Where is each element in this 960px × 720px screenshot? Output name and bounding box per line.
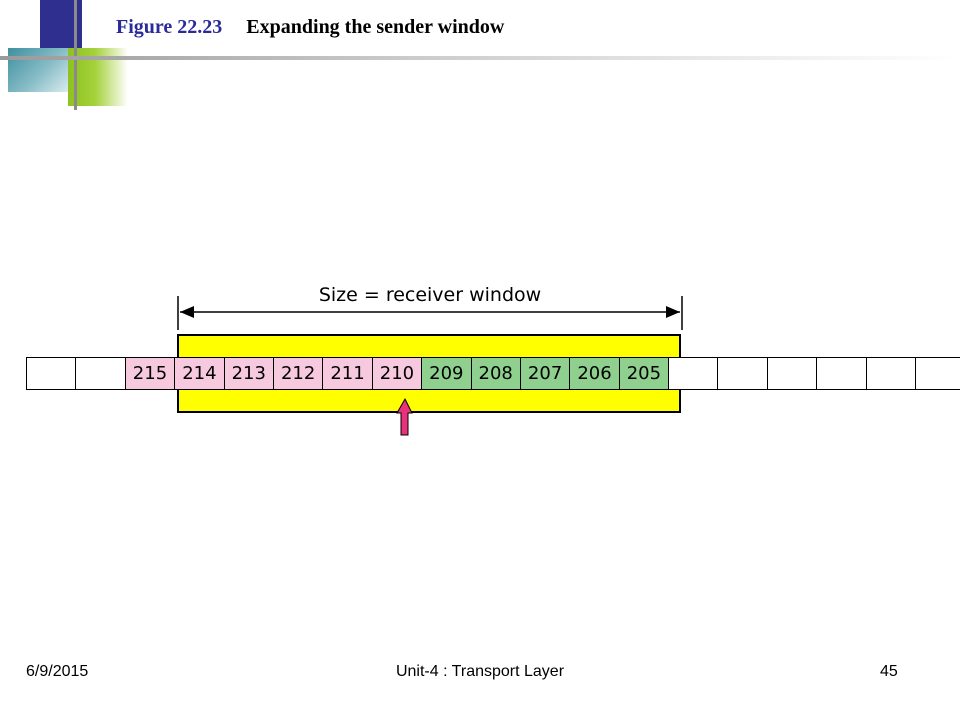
cell-empty <box>717 357 768 390</box>
window-size-label: Size = receiver window <box>318 284 542 306</box>
footer-title: Unit-4 : Transport Layer <box>395 663 565 680</box>
cell-empty <box>816 357 867 390</box>
cell-208: 208 <box>470 357 521 390</box>
page-number: 45 <box>880 663 898 680</box>
cell-209: 209 <box>421 357 472 390</box>
left-arrowhead <box>180 306 194 318</box>
slide-title: Figure 22.23 Expanding the sender window <box>116 16 504 39</box>
cell-206: 206 <box>569 357 620 390</box>
cell-empty <box>75 357 126 390</box>
cell-empty <box>668 357 719 390</box>
decorative-title-rule <box>0 56 960 60</box>
cell-empty <box>26 357 77 390</box>
figure-caption: Expanding the sender window <box>246 16 505 38</box>
decorative-teal-block <box>8 48 68 92</box>
cell-215: 215 <box>124 357 176 390</box>
footer-date: 6/9/2015 <box>26 663 89 680</box>
cell-213: 213 <box>223 357 274 390</box>
cell-205: 205 <box>618 357 670 390</box>
up-arrow-icon <box>396 397 413 436</box>
cell-214: 214 <box>174 357 225 390</box>
figure-number: Figure 22.23 <box>116 16 223 38</box>
decorative-vertical-line <box>74 0 77 110</box>
cell-empty <box>915 357 960 390</box>
cell-210: 210 <box>371 357 423 390</box>
cell-212: 212 <box>272 357 324 390</box>
right-arrowhead <box>666 306 680 318</box>
